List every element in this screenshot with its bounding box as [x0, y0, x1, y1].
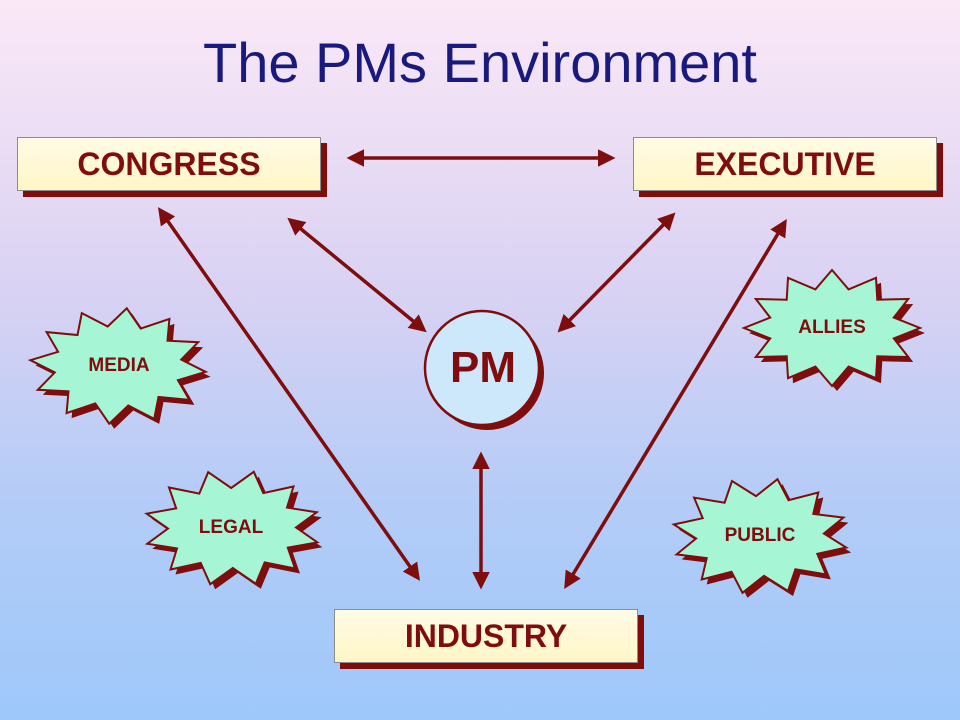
arrow-congress-pm — [287, 217, 427, 333]
arrow-executive-pm — [557, 212, 676, 333]
page-title: The PMs Environment — [203, 31, 757, 94]
arrow-congress-industry — [157, 207, 421, 581]
executive-label: EXECUTIVE — [694, 145, 876, 182]
industry-box: INDUSTRY — [334, 609, 638, 663]
pm-label: PM — [450, 343, 516, 392]
public-label: PUBLIC — [724, 525, 796, 546]
allies-label: ALLIES — [798, 317, 866, 338]
public-starburst-shape — [671, 477, 849, 595]
pm-circle — [423, 309, 541, 427]
arrow-executive-industry — [564, 219, 787, 589]
industry-label: INDUSTRY — [404, 617, 568, 654]
legal-starburst-shape — [144, 470, 320, 586]
allies-starburst — [741, 268, 925, 391]
media-starburst-shape — [27, 306, 209, 426]
legal-starburst — [144, 470, 323, 590]
executive-box: EXECUTIVE — [633, 137, 937, 191]
media-starburst — [27, 306, 211, 429]
legal-label: LEGAL — [198, 517, 264, 538]
congress-label: CONGRESS — [77, 145, 261, 182]
public-starburst — [671, 477, 852, 598]
congress-box: CONGRESS — [17, 137, 321, 191]
allies-starburst-shape — [741, 268, 923, 388]
media-label: MEDIA — [88, 355, 150, 376]
